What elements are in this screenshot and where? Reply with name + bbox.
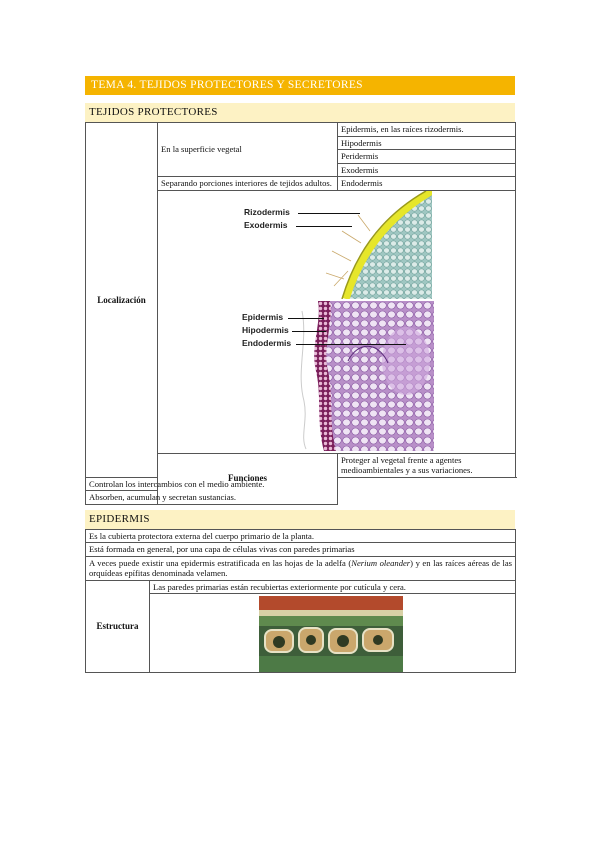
arrow-rizodermis (298, 212, 360, 214)
estructura-label: Estructura (85, 579, 150, 673)
tejidos-protectores-table: Localización En la superficie vegetal Ep… (85, 122, 516, 505)
figure-label-epidermis: Epidermis (242, 311, 284, 322)
epidermis-row: Es la cubierta protectora externa del cu… (84, 528, 517, 543)
estructura-text: Las paredes primarias están recubiertas … (148, 579, 517, 594)
funcion-item: Absorben, acumulan y secretan sustancias… (85, 490, 338, 505)
arrow-exodermis (296, 225, 352, 227)
page-title: TEMA 4. TEJIDOS PROTECTORES Y SECRETORES (85, 76, 515, 95)
figure-label-hipodermis: Hipodermis (242, 324, 289, 335)
figure-label-exodermis: Exodermis (244, 219, 288, 230)
separando-item: Endodermis (337, 176, 516, 191)
epidermis-micrograph (259, 596, 403, 672)
section-header-tejidos-protectores: TEJIDOS PROTECTORES (85, 103, 515, 122)
stained-section-micrograph (288, 300, 434, 451)
funcion-item: Proteger al vegetal frente a agentes med… (337, 452, 516, 478)
section-header-epidermis: EPIDERMIS (85, 509, 515, 529)
figure-label-rizodermis: Rizodermis (244, 206, 290, 217)
superficie-item: Peridermis (337, 149, 516, 164)
superficie-label: En la superficie vegetal (157, 122, 338, 177)
superficie-item: Hipodermis (337, 135, 516, 150)
superficie-item: Exodermis (337, 162, 516, 177)
epidermis-table: Es la cubierta protectora externa del cu… (84, 528, 517, 673)
document-page: TEMA 4. TEJIDOS PROTECTORES Y SECRETORES… (84, 76, 517, 673)
micrograph-cell: Rizodermis Exodermis (157, 189, 516, 454)
arrow-endodermis (296, 343, 406, 345)
row3-species-name: Nerium oleander (351, 557, 411, 568)
row3-text-pre: A veces puede existir una epidermis estr… (89, 557, 352, 568)
arrow-epidermis (288, 317, 324, 319)
separando-label: Separando porciones interiores de tejido… (157, 176, 338, 191)
funcion-item: Controlan los intercambios con el medio … (85, 476, 338, 491)
root-section-micrograph (306, 190, 432, 299)
arrow-hipodermis (292, 330, 326, 332)
row3-text-post: ) y en las raíces aéreas de las orquídea… (89, 557, 513, 579)
localizacion-label: Localización (85, 122, 158, 478)
estructura-image-cell (148, 593, 517, 673)
epidermis-row-estratificada: A veces puede existir una epidermis estr… (84, 555, 517, 581)
figure-label-endodermis: Endodermis (242, 337, 292, 348)
epidermis-row: Está formada en general, por una capa de… (84, 542, 517, 557)
superficie-item: Epidermis, en las raíces rizodermis. (337, 122, 516, 137)
